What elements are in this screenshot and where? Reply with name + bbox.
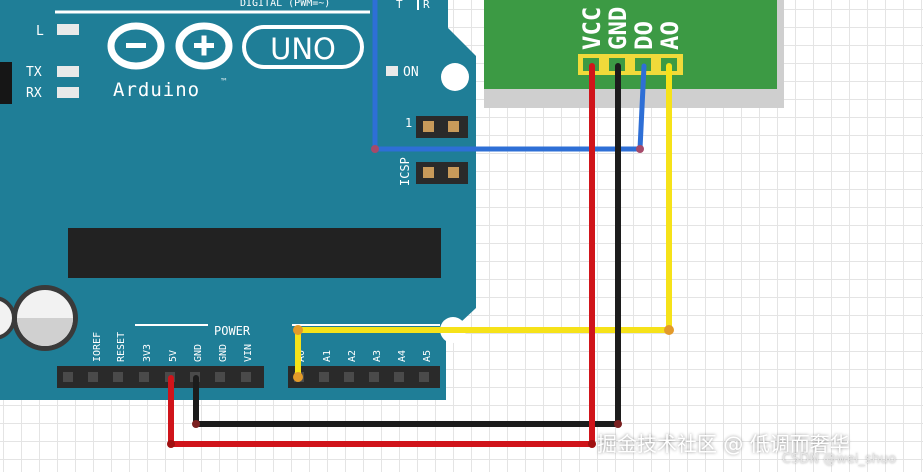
led-rx [57, 87, 79, 98]
header-socket[interactable] [139, 372, 149, 382]
model-name: UNO [270, 32, 336, 66]
header-socket[interactable] [344, 372, 354, 382]
watermark-sub: CSDN @wei_shuo [782, 452, 897, 467]
capacitor [0, 285, 78, 351]
wire-vcc-red[interactable] [168, 63, 595, 447]
mounting-hole-top [441, 63, 469, 91]
header-socket[interactable] [113, 372, 123, 382]
power-label: POWER [214, 324, 251, 338]
header-socket[interactable] [394, 372, 404, 382]
watermark-main: 掘金技术社区 @ 低调而奢华 [597, 432, 850, 456]
wire-bend [371, 145, 379, 153]
header-socket[interactable] [319, 372, 329, 382]
icsp-header: 1 ICSP [398, 116, 468, 186]
pin-label-a0: A0 [296, 350, 307, 362]
pin-label-reset: RESET [116, 332, 127, 362]
arduino-board: DIGITAL (PWM=~) T R L TX RX ON UNO Ardui… [0, 0, 476, 400]
pin-label-a4: A4 [397, 350, 408, 362]
wire-bend [664, 325, 674, 335]
wire-bend [636, 145, 644, 153]
header-socket[interactable] [369, 372, 379, 382]
pin-label-3v3: 3V3 [142, 344, 153, 362]
sensor-module: VCC GND DO AO [484, 0, 784, 108]
arduino-pcb [0, 0, 476, 400]
wire-bend [192, 420, 200, 428]
led-tx [57, 66, 79, 77]
capacitor-shade [17, 318, 73, 346]
chip-edge [0, 62, 12, 104]
analog-header [288, 366, 440, 388]
microcontroller-chip [68, 228, 441, 278]
sensor-label-do: DO [630, 21, 658, 50]
pin-label-a1: A1 [322, 350, 333, 362]
header-socket[interactable] [63, 372, 73, 382]
led-l [57, 24, 79, 35]
trademark: ™ [220, 77, 228, 86]
pin-label-a2: A2 [347, 350, 358, 362]
pin-label-5v: 5V [168, 350, 179, 362]
logo-loop-left [107, 22, 165, 70]
analog-header-body [288, 366, 440, 388]
wire-bend [293, 325, 303, 335]
power-header [57, 366, 264, 388]
sensor-pin-header-frame [578, 54, 683, 75]
sensor-label-gnd: GND [604, 7, 632, 50]
capacitor-neighbor [0, 296, 16, 340]
pin-label-gnd-2: GND [218, 344, 229, 362]
icsp-pin1-label: 1 [405, 116, 412, 130]
led-tx-label: TX [26, 65, 42, 80]
wire-bend [588, 440, 596, 448]
wire-do-blue[interactable] [372, 0, 647, 152]
arduino-logo: UNO Arduino ™ [107, 22, 364, 101]
wire-ao-yellow[interactable] [295, 63, 672, 379]
icsp-pin [423, 167, 434, 178]
pin-label-a3: A3 [372, 350, 383, 362]
sensor-label-ao: AO [656, 21, 684, 50]
pin-label-gnd-1: GND [193, 344, 204, 362]
led-l-label: L [36, 24, 44, 39]
pin-label-vin: VIN [243, 344, 254, 362]
wire-bend [167, 440, 175, 448]
icsp-pin [448, 121, 459, 132]
header-socket[interactable] [241, 372, 251, 382]
sensor-label-vcc: VCC [578, 7, 606, 50]
wire-end [293, 372, 303, 382]
led-rx-label: RX [26, 86, 42, 101]
pin-label-a5: A5 [422, 350, 433, 362]
pin-label-ioref: IOREF [92, 332, 103, 362]
wire-gnd-black[interactable] [193, 63, 621, 427]
tx-mark: T [396, 0, 403, 11]
power-header-body [57, 366, 264, 388]
icsp-pin [423, 121, 434, 132]
led-on-label: ON [403, 65, 419, 80]
header-socket[interactable] [215, 372, 225, 382]
logo-loop-right [175, 22, 233, 70]
header-socket[interactable] [88, 372, 98, 382]
rx-mark: R [423, 0, 430, 11]
led-on [386, 66, 398, 76]
plus-icon-vertical [201, 35, 207, 56]
minus-icon [126, 43, 146, 48]
wires [167, 0, 674, 448]
header-socket[interactable] [419, 372, 429, 382]
icsp-label: ICSP [398, 157, 412, 186]
brand-name: Arduino [113, 79, 200, 101]
wire-bend [614, 420, 622, 428]
digital-header-label: DIGITAL (PWM=~) [240, 0, 330, 9]
uno-badge [242, 25, 364, 69]
icsp-pin [448, 167, 459, 178]
